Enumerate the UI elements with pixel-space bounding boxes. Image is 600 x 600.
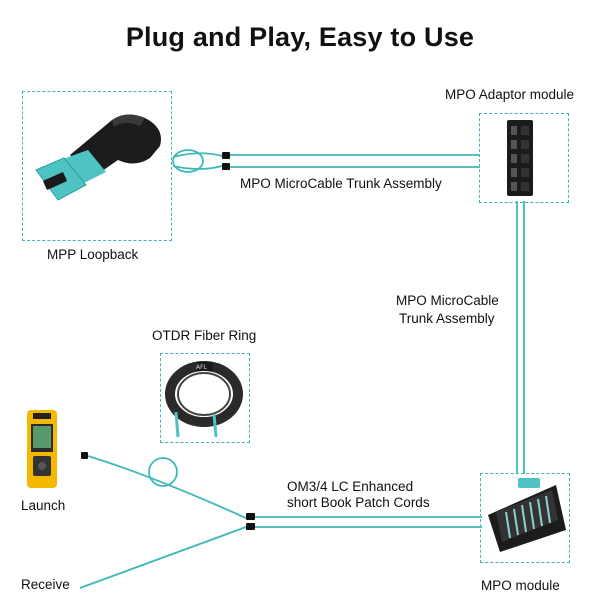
adaptor-module-image xyxy=(507,120,533,196)
trunk-top-label: MPO MicroCable Trunk Assembly xyxy=(240,176,442,191)
mpp-loopback-label: MPP Loopback xyxy=(47,247,139,262)
trunk-right-label-line2: Trunk Assembly xyxy=(399,311,495,326)
otdr-tester-image xyxy=(27,410,57,488)
patch-cord-cable xyxy=(79,455,482,589)
patch-cord-label-line1: OM3/4 LC Enhanced xyxy=(287,479,414,494)
trunk-right-label-line1: MPO MicroCable xyxy=(396,293,499,308)
mpp-loopback-image xyxy=(35,114,161,201)
afl-logo: AFL xyxy=(196,364,208,371)
patch-cord-connectors xyxy=(81,452,255,530)
mpo-module-image xyxy=(488,478,566,552)
patch-cord-label-line2: short Book Patch Cords xyxy=(287,495,430,510)
launch-label: Launch xyxy=(21,498,66,513)
trunk-top-cable xyxy=(172,149,480,173)
page-title: Plug and Play, Easy to Use xyxy=(125,22,475,52)
mpo-module-label: MPO module xyxy=(481,578,560,593)
adaptor-module-label: MPO Adaptor module xyxy=(445,87,575,102)
otdr-ring-image: AFL xyxy=(165,361,243,438)
trunk-top-connector xyxy=(222,152,230,170)
trunk-right-cable xyxy=(516,201,525,474)
receive-label: Receive xyxy=(21,577,70,592)
otdr-ring-label: OTDR Fiber Ring xyxy=(152,328,257,343)
